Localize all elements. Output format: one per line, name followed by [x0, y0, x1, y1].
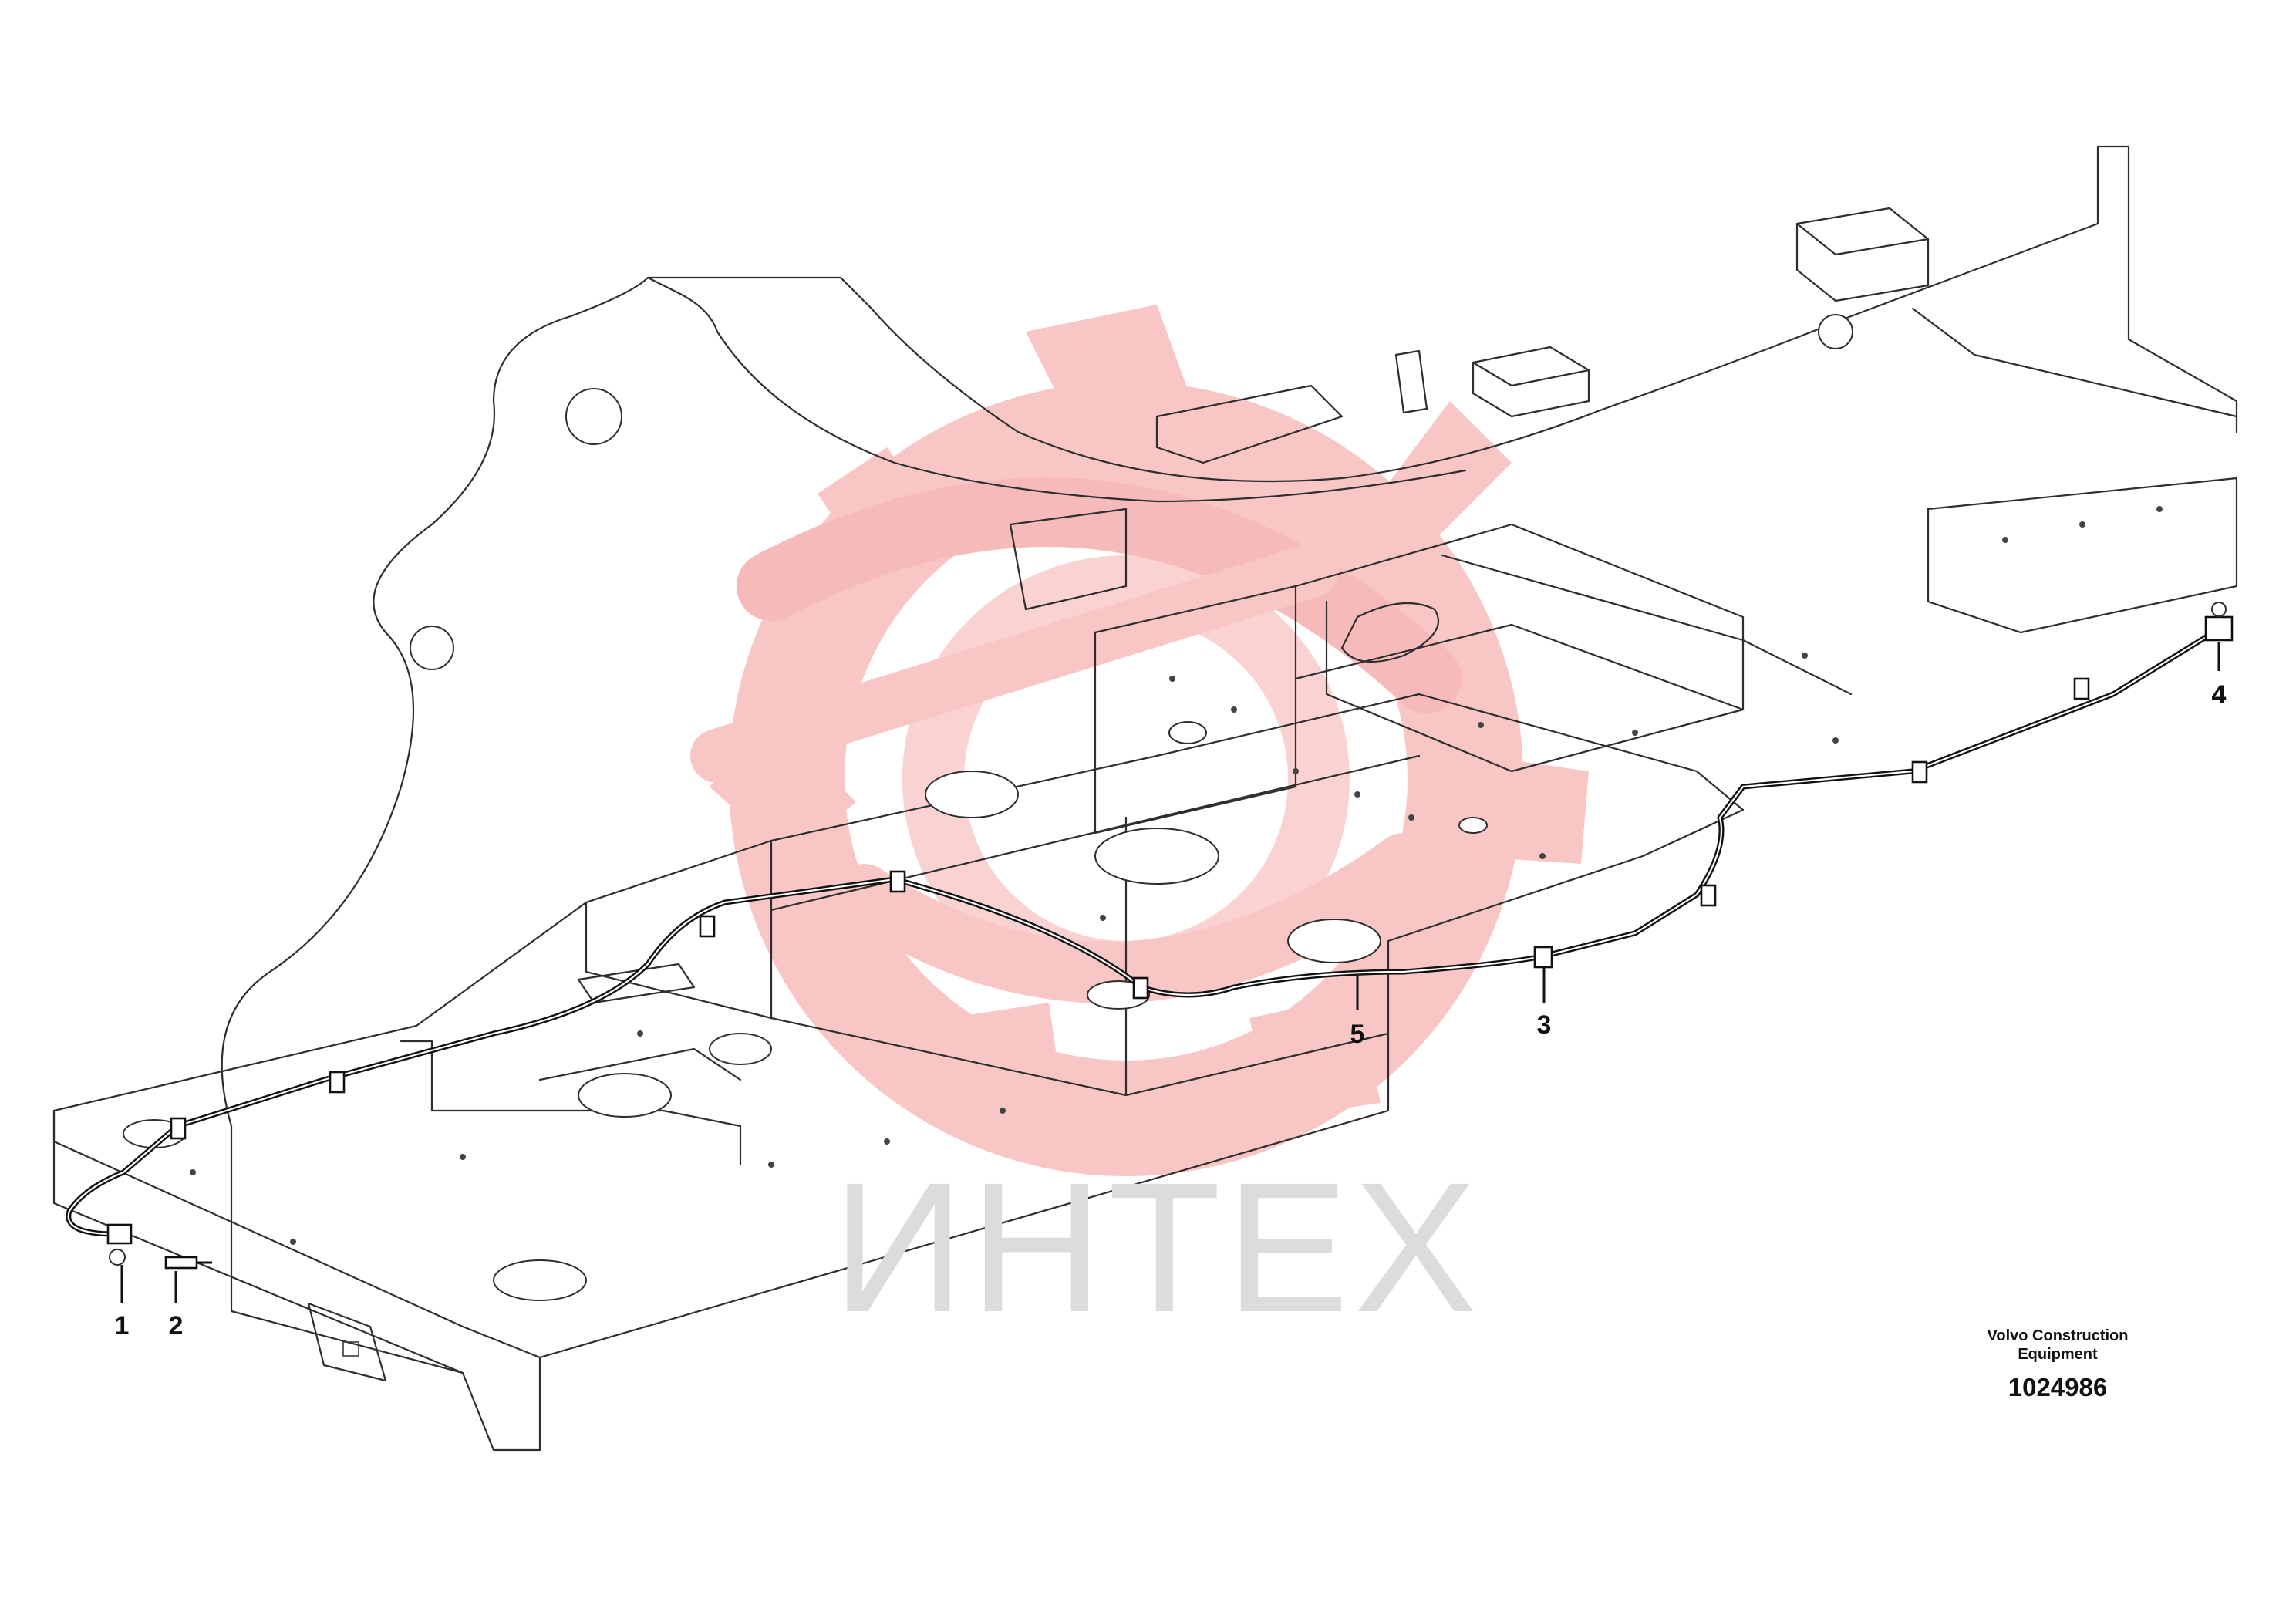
callout-4: 4: [2212, 680, 2227, 710]
clamp: [1911, 760, 1928, 784]
callout-5: 5: [1350, 1020, 1365, 1049]
connector-4: [2204, 602, 2234, 642]
callouts: 1 2 3 4 5: [115, 642, 2227, 1340]
clamp: [170, 1117, 187, 1140]
callout-2: 2: [169, 1311, 184, 1340]
clamp: [889, 870, 906, 893]
terminal-2-pin: [164, 1256, 212, 1270]
machine-frame: [52, 145, 2238, 1452]
clamp: [329, 1071, 346, 1094]
clamp: [699, 915, 716, 938]
watermark-text: ИНТЕХ: [832, 1144, 1482, 1351]
clamp: [1132, 976, 1149, 1000]
terminal-1-ring: [106, 1223, 133, 1266]
harness-clamps: [170, 677, 2090, 1140]
wiring-harness: [66, 629, 2217, 1237]
watermark-logo: [690, 305, 1589, 1176]
manufacturer-line-1: Volvo Construction: [1988, 1327, 2129, 1344]
callout-3: 3: [1537, 1010, 1552, 1040]
clamp-3: [1533, 946, 1553, 969]
clamp: [1700, 884, 1717, 907]
manufacturer-line-2: Equipment: [2018, 1346, 2098, 1363]
clamp: [2073, 677, 2090, 700]
title-block: Volvo Construction Equipment 1024986: [1988, 1327, 2129, 1401]
part-number: 1024986: [2008, 1373, 2107, 1401]
callout-1: 1: [115, 1311, 130, 1340]
